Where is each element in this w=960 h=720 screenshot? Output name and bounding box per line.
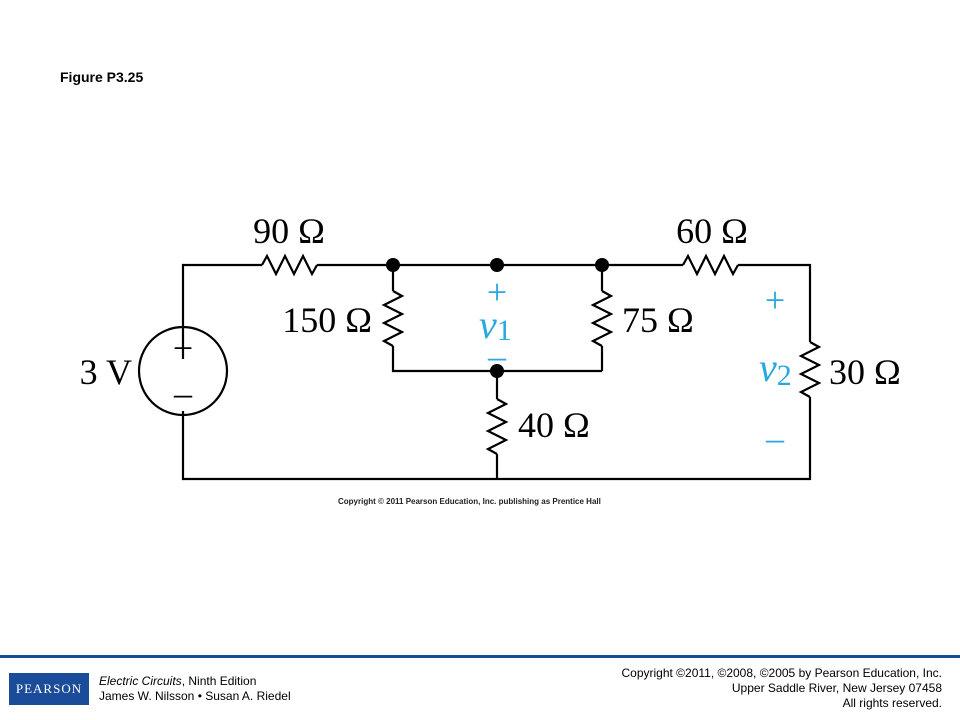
v2-symbol: v	[759, 345, 777, 390]
wire-bottom	[181, 397, 812, 481]
resistor-90-label: 90 Ω	[253, 211, 325, 251]
resistor-40-zigzag	[485, 398, 509, 455]
book-edition: , Ninth Edition	[181, 674, 257, 688]
resistor-75-zigzag	[590, 290, 614, 347]
pearson-logo: PEARSON	[9, 673, 89, 705]
footer-copyright-line-2: Upper Saddle River, New Jersey 07458	[731, 681, 942, 695]
resistor-150-label: 150 Ω	[282, 300, 372, 340]
v1-symbol: v	[479, 302, 497, 347]
wire-top-right	[738, 263, 812, 342]
footer-copyright-line-3: All rights reserved.	[842, 696, 942, 710]
v1-plus: +	[487, 272, 507, 312]
footer-divider	[0, 655, 960, 658]
resistor-40-label: 40 Ω	[518, 405, 590, 445]
circuit-diagram: + – 3 V 90 Ω 60 Ω 150 Ω 75 Ω 40 Ω 30 Ω +…	[80, 211, 901, 481]
wire-150-bottom	[391, 346, 602, 373]
footer-copyright-line-1: Copyright ©2011, ©2008, ©2005 by Pearson…	[621, 666, 942, 680]
resistor-150-zigzag	[381, 290, 405, 347]
resistor-90-zigzag	[261, 253, 318, 277]
resistor-30-label: 30 Ω	[829, 352, 901, 392]
v2-subscript: 2	[777, 359, 792, 392]
voltage-source-circle	[137, 325, 229, 417]
footer-copyright: Copyright ©2011, ©2008, ©2005 by Pearson…	[621, 666, 942, 711]
book-title: Electric Circuits	[99, 674, 182, 688]
book-info: Electric Circuits, Ninth Edition James W…	[99, 674, 291, 704]
v1-label: v1	[479, 302, 512, 347]
source-minus: –	[173, 373, 193, 413]
wire-top-left	[181, 263, 262, 359]
resistor-60-zigzag	[682, 253, 739, 277]
v1-subscript: 1	[497, 314, 512, 347]
book-authors: James W. Nilsson • Susan A. Riedel	[99, 689, 291, 703]
source-plus: +	[173, 328, 193, 368]
node-c	[595, 258, 609, 272]
figure-title: Figure P3.25	[60, 69, 144, 85]
v1-minus: –	[487, 336, 507, 376]
v2-plus: +	[765, 280, 785, 320]
book-title-line: Electric Circuits, Ninth Edition	[99, 674, 291, 689]
node-d	[490, 364, 504, 378]
v2-label: v2	[759, 345, 792, 392]
node-b	[490, 258, 504, 272]
v2-minus: –	[765, 418, 785, 458]
diagram-copyright: Copyright © 2011 Pearson Education, Inc.…	[338, 497, 601, 506]
resistor-75-label: 75 Ω	[622, 300, 694, 340]
resistor-30-zigzag	[798, 341, 822, 398]
source-label: 3 V	[80, 352, 132, 392]
resistor-60-label: 60 Ω	[676, 211, 748, 251]
node-a	[386, 258, 400, 272]
